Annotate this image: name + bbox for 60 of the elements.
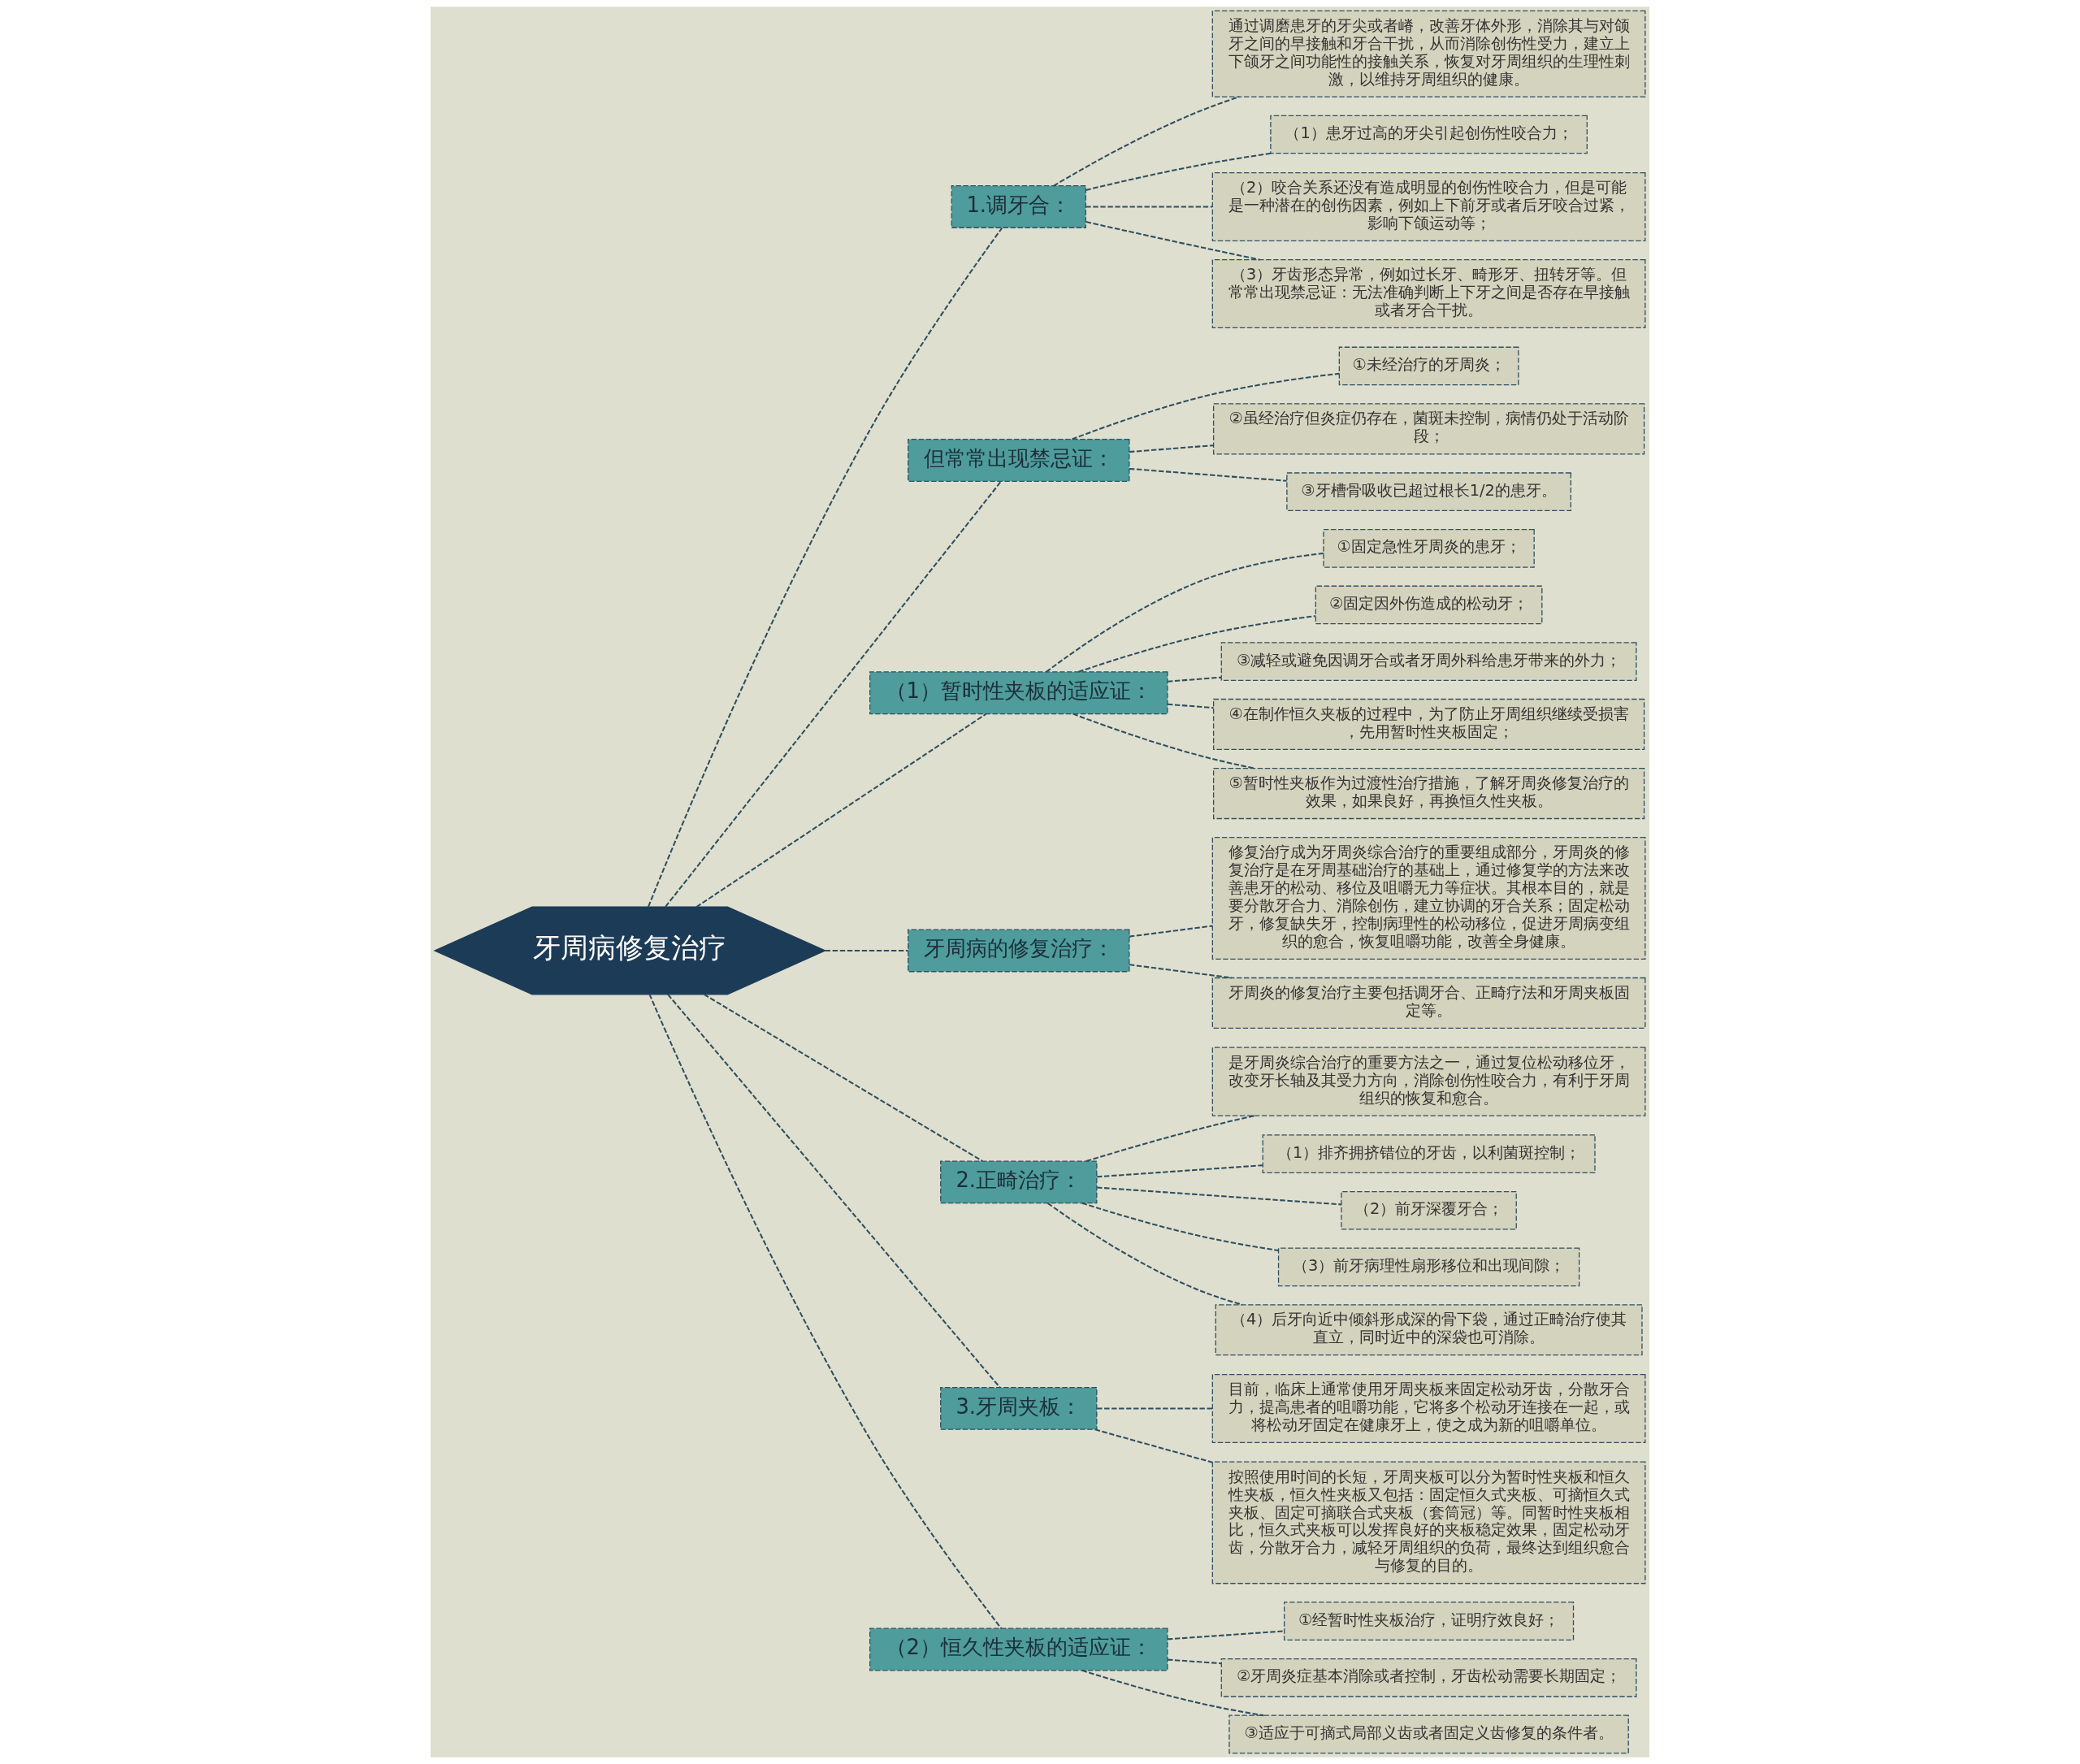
node-box: 牙周炎的修复治疗主要包括调牙合、正畸疗法和牙周夹板固定等。 — [1211, 977, 1646, 1029]
connector — [1078, 615, 1316, 673]
connector — [1072, 372, 1340, 440]
node-box: ①经暂时性夹板治疗，证明疗效良好； — [1284, 1601, 1575, 1641]
node-box: 3.牙周夹板： — [940, 1387, 1098, 1430]
node-box: （1）排齐拥挤错位的牙齿，以利菌斑控制； — [1262, 1134, 1596, 1173]
connector — [1086, 1115, 1255, 1163]
node-box: ①未经治疗的牙周炎； — [1338, 346, 1519, 386]
connector — [696, 713, 987, 908]
node-box: （3）牙齿形态异常，例如过长牙、畸形牙、扭转牙等。但常常出现禁忌证：无法准确判断上下牙之间是否存在早接触或者牙合干扰。 — [1211, 258, 1646, 329]
connector — [1168, 1658, 1222, 1665]
node-box: ③减轻或避免因调牙合或者牙周外科给患牙带来的外力； — [1220, 642, 1637, 681]
node-box: ④在制作恒久夹板的过程中，为了防止牙周组织继续受损害，先用暂时性夹板固定； — [1212, 698, 1645, 751]
node-box: ①固定急性牙周炎的患牙； — [1323, 528, 1535, 568]
node-box: 1.调牙合： — [951, 185, 1086, 228]
node-box: ⑤暂时性夹板作为过渡性治疗措施，了解牙周炎修复治疗的效果，如果良好，再换恒久性夹板。 — [1212, 767, 1645, 820]
connector — [667, 994, 1001, 1389]
node-box: （4）后牙向近中倾斜形成深的骨下袋，通过正畸治疗使其直立，同时近中的深袋也可消除。 — [1215, 1304, 1643, 1356]
node-box: （1）暂时性夹板的适应证： — [869, 671, 1168, 715]
connector — [1168, 1630, 1285, 1640]
connector — [1086, 206, 1212, 208]
connector — [1168, 676, 1222, 683]
node-box: ②虽经治疗但炎症仍存在，菌斑未控制，病情仍处于活动阶段； — [1212, 403, 1645, 455]
connector — [1129, 964, 1233, 979]
node-box: （2）恒久性夹板的适应证： — [869, 1627, 1168, 1671]
node-box: 目前，临床上通常使用牙周夹板来固定松动牙齿，分散牙合力，提高患者的咀嚼功能，它将多个松动牙连接在一起，或将松动牙固定在健康牙上，使之成为新的咀嚼单位。 — [1211, 1373, 1646, 1443]
connector — [1129, 467, 1287, 482]
node-box: （2）前牙深覆牙合； — [1341, 1190, 1517, 1230]
node-box: 修复治疗成为牙周炎综合治疗的重要组成部分，牙周炎的修复治疗是在牙周基础治疗的基础上，通过修复学的方法来改善患牙的松动、移位及咀嚼无力等症状。其根本目的，就是要分散牙合力、消除创伤，建立协调的牙合关系；固定松动牙，修复缺失牙，控制病理性的松动移位，促进牙周病变组织的愈合，恢复咀嚼功能，改善全身健康。 — [1211, 837, 1646, 960]
node-box: （3）前牙病理性扇形移位和出现间隙； — [1277, 1247, 1580, 1287]
connector — [1097, 1407, 1213, 1410]
node-box: ③牙槽骨吸收已超过根长1/2的患牙。 — [1286, 472, 1571, 512]
connector — [1129, 925, 1213, 938]
connector — [825, 949, 908, 951]
connector — [704, 994, 983, 1162]
connector — [1097, 1186, 1341, 1206]
connector — [1168, 703, 1214, 709]
connector — [1094, 1428, 1213, 1463]
node-box: （1）患牙过高的牙尖引起创伤性咬合力； — [1270, 115, 1588, 154]
node-box: （2）咬合关系还没有造成明显的创伤性咬合力，但是可能是一种潜在的创伤因素，例如上下前牙或者后牙咬合过紧，影响下颌运动等； — [1211, 171, 1646, 242]
node-box: ②固定因外伤造成的松动牙； — [1315, 585, 1543, 625]
connector — [1047, 1202, 1243, 1306]
node-box: 2.正畸治疗： — [940, 1160, 1098, 1204]
node-box: 牙周病的修复治疗： — [908, 929, 1130, 973]
connector — [1097, 1164, 1263, 1178]
connector — [1081, 1202, 1279, 1251]
node-box: 按照使用时间的长短，牙周夹板可以分为暂时性夹板和恒久性夹板，恒久性夹板又包括：固定恒久式夹板、可摘恒久式夹板、固定可摘联合式夹板（套筒冠）等。同暂时性夹板相比，恒久式夹板可以发挥良好的夹板稳定效果，固定松动牙齿，分散牙合力，减轻牙周组织的负荷，最终达到组织愈合与修复的目的。 — [1211, 1461, 1646, 1584]
connector — [648, 227, 1003, 908]
node-box: ③适应于可摘式局部义齿或者固定义齿修复的条件者。 — [1228, 1714, 1629, 1754]
connector — [665, 481, 1002, 908]
connector — [1081, 1669, 1264, 1717]
connector — [648, 994, 1003, 1629]
node-box: 是牙周炎综合治疗的重要方法之一，通过复位松动移位牙，改变牙长轴及其受力方向，消除创伤性咬合力，有利于牙周组织的恢复和愈合。 — [1211, 1047, 1646, 1116]
connector — [1053, 96, 1240, 187]
node-box: ②牙周炎症基本消除或者控制，牙齿松动需要长期固定； — [1220, 1658, 1637, 1697]
connector — [1129, 444, 1214, 453]
connector — [1046, 552, 1324, 673]
node-box: 但常常出现禁忌证： — [908, 439, 1130, 482]
node-box: 通过调磨患牙的牙尖或者嵴，改善牙体外形，消除其与对颌牙之间的早接触和牙合干扰，从而消除创伤性受力，建立上下颌牙之间功能性的接触关系，恢复对牙周组织的生理性刺激，以维持牙周组织的健康。 — [1211, 10, 1646, 98]
connector — [1086, 152, 1272, 191]
